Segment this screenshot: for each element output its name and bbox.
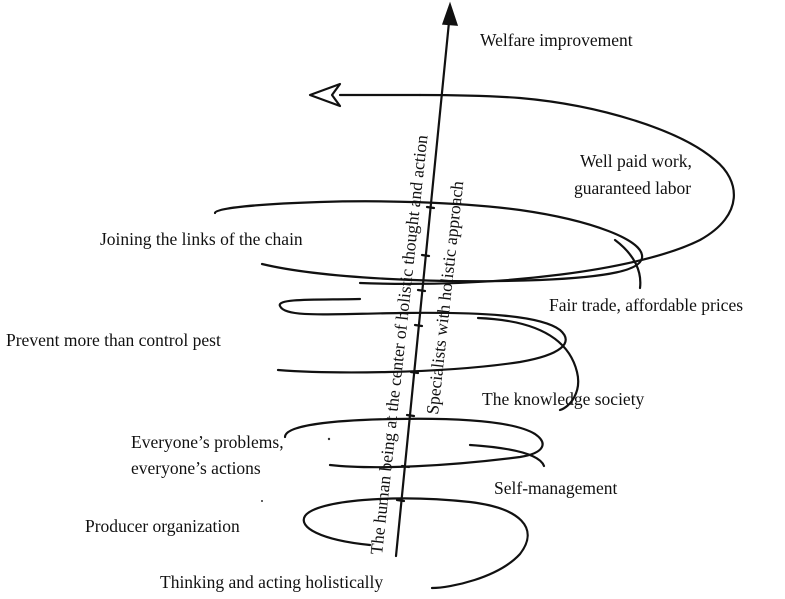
axis-tick	[405, 413, 416, 418]
axis-tick	[409, 370, 420, 375]
spiral-loop-3b	[476, 316, 580, 412]
label-self-management: Self-management	[494, 478, 618, 498]
spiral-loop-3	[276, 297, 567, 374]
label-producer: Producer organization	[85, 516, 240, 536]
spiral-loop-1	[302, 497, 529, 590]
spiral-loop-4	[213, 200, 644, 283]
label-well-paid-line1: Well paid work,	[580, 151, 692, 171]
spiral	[213, 82, 735, 590]
axis-tick	[400, 464, 411, 469]
label-knowledge: The knowledge society	[482, 389, 645, 409]
label-prevent: Prevent more than control pest	[6, 330, 221, 350]
label-joining: Joining the links of the chain	[100, 229, 303, 249]
spiral-loop-2b	[468, 443, 546, 468]
scan-speck	[261, 500, 263, 502]
axis-tick	[416, 288, 427, 293]
spiral-top-arrowhead	[308, 82, 342, 108]
label-everyone-line1: Everyone’s problems,	[131, 432, 284, 452]
axis-tick	[420, 253, 431, 258]
axis-tick	[413, 323, 424, 328]
central-axis-arrowhead	[441, 1, 459, 26]
spiral-loop-4b	[613, 238, 642, 290]
label-fair-trade: Fair trade, affordable prices	[549, 295, 743, 315]
label-thinking: Thinking and acting holistically	[160, 572, 383, 592]
central-axis	[394, 1, 459, 558]
spiral-loop-5	[358, 93, 735, 285]
axis-primary-label: The human being at the center of holisti…	[366, 134, 431, 556]
label-welfare: Welfare improvement	[480, 30, 633, 50]
axis-tick	[425, 205, 436, 210]
stage-labels: Welfare improvement Well paid work, guar…	[6, 30, 743, 592]
spiral-loop-2	[283, 417, 544, 469]
label-everyone-line2: everyone’s actions	[131, 458, 261, 478]
scan-speck	[327, 437, 331, 441]
axis-tick	[395, 498, 406, 503]
label-well-paid-line2: guaranteed labor	[574, 178, 691, 198]
